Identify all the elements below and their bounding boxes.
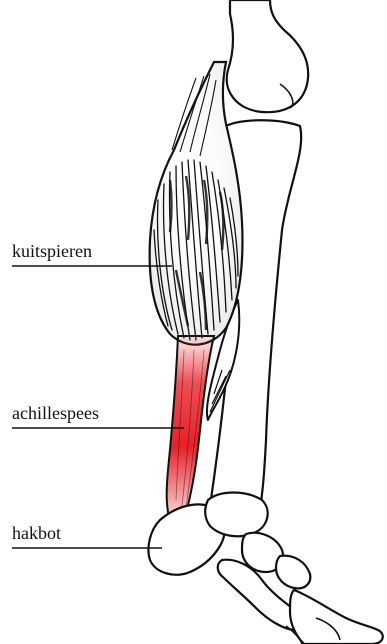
femur-bone [227, 0, 308, 112]
label-achilles-tendon: achillespees [12, 404, 99, 422]
foot-bones [148, 493, 382, 644]
label-heel-bone: hakbot [12, 524, 61, 542]
label-calf-muscles: kuitspieren [12, 242, 92, 260]
calf-muscle [150, 62, 243, 345]
